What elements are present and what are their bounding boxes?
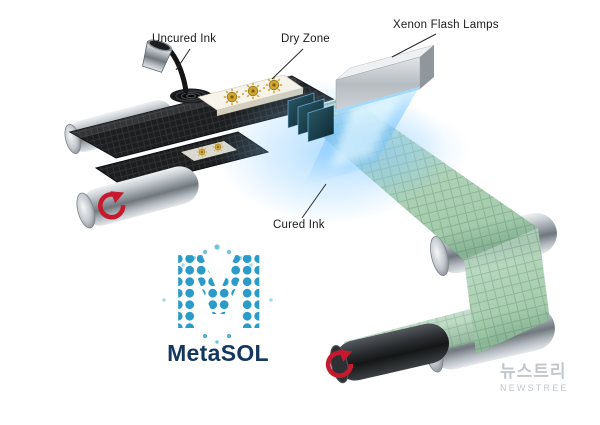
leader-uncured-ink	[175, 48, 191, 71]
watermark: 뉴스트리 NEWSTREE	[500, 357, 569, 393]
roller-bottom-left	[76, 166, 199, 229]
label-uncured-ink: Uncured Ink	[152, 33, 217, 45]
metasol-logo-mark: M	[162, 235, 273, 352]
watermark-korean: 뉴스트리	[500, 362, 567, 381]
logo-m-dots: M	[169, 235, 269, 352]
leader-lines	[175, 33, 437, 219]
xenon-lamp-box	[335, 44, 435, 113]
ink-stream	[168, 49, 189, 94]
metasol-logo-text: MetaSOL	[167, 340, 269, 366]
flash-beam	[217, 80, 470, 224]
leader-dry-zone	[271, 48, 304, 80]
ink-cup	[142, 39, 189, 94]
leader-xenon	[391, 33, 437, 58]
printed-sun-icon	[196, 146, 208, 158]
printed-sun-icon	[223, 88, 241, 106]
roller-bottom-center	[324, 323, 450, 384]
watermark-english: NEWSTREE	[500, 383, 569, 393]
leader-cured-ink	[301, 183, 327, 219]
label-dry-zone: Dry Zone	[281, 33, 330, 45]
lamp-reflector-fins	[287, 92, 335, 143]
label-cured-ink: Cured Ink	[273, 219, 325, 231]
label-xenon-flash-lamps: Xenon Flash Lamps	[393, 19, 499, 31]
